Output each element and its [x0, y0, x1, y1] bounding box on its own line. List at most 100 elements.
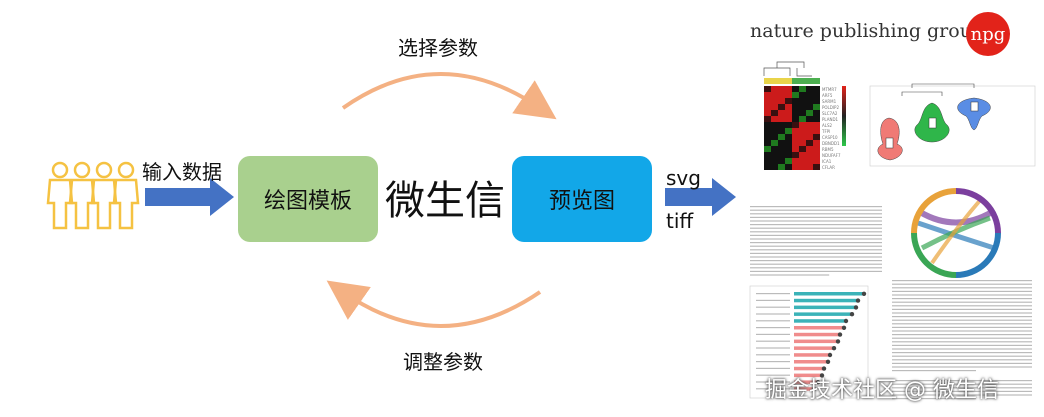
bar-dot [835, 339, 841, 344]
select-params-arc [341, 72, 557, 120]
heatmap-cell [778, 134, 785, 140]
text-line [750, 267, 882, 269]
bar-dot [853, 305, 859, 310]
people-icon [46, 161, 140, 230]
text-line [750, 231, 882, 233]
heatmap-cell [778, 158, 785, 164]
heatmap-gene-label: ALS2 [822, 123, 833, 128]
text-line [750, 238, 882, 240]
bar [794, 366, 824, 371]
heatmap-cell [771, 134, 778, 140]
heatmap-cell [799, 104, 806, 110]
heatmap-gene-label: RBM5 [822, 147, 834, 152]
heatmap-cell [778, 104, 785, 110]
heatmap-cell [792, 134, 799, 140]
heatmap-cell [792, 152, 799, 158]
bar [794, 373, 822, 378]
text-line [750, 263, 882, 265]
heatmap-cell [813, 128, 820, 134]
bar-dot [855, 298, 861, 303]
text-line [750, 209, 882, 211]
bar [794, 312, 852, 316]
heatmap-cell [764, 140, 771, 146]
heatmap-cell [806, 92, 813, 98]
bar-label [756, 293, 790, 295]
heatmap-cell [778, 140, 785, 146]
heatmap-cell [799, 98, 806, 104]
bar-label [756, 374, 790, 376]
adjust-params-label: 调整参数 [403, 350, 483, 374]
heatmap-cell [771, 122, 778, 128]
heatmap-cell [792, 110, 799, 116]
heatmap-cell [799, 122, 806, 128]
select-params-label: 选择参数 [398, 36, 478, 60]
heatmap-cell [813, 140, 820, 146]
heatmap-cell [778, 98, 785, 104]
text-line [892, 348, 1032, 350]
heatmap-cell [792, 128, 799, 134]
text-line [892, 370, 976, 372]
bar [794, 319, 846, 323]
bar-dot [861, 291, 867, 296]
heatmap-cell [764, 98, 771, 104]
adjust-params-arc [326, 280, 542, 328]
bar-label [756, 381, 790, 383]
text-line [750, 274, 830, 276]
bar [794, 305, 856, 310]
heatmap-cell [785, 92, 792, 98]
text-line [892, 319, 1032, 321]
text-line [892, 380, 1032, 382]
bar-dot [837, 332, 843, 337]
bar-dot [815, 380, 821, 385]
bar-dot [827, 352, 833, 358]
heatmap-cell [785, 158, 792, 164]
heatmap-cell [785, 116, 792, 122]
heatmap-cell [813, 158, 820, 164]
heatmap-cell [799, 152, 806, 158]
text-line [892, 359, 1032, 361]
bar [794, 339, 838, 344]
text-line [892, 316, 1032, 318]
bar-dot [849, 312, 855, 317]
text-line [750, 234, 882, 236]
heatmap-cell [813, 122, 820, 128]
heatmap-cell [792, 158, 799, 164]
text-line [750, 256, 882, 258]
bar-dot [843, 318, 849, 324]
heatmap-gene-label: SLC7A2 [822, 111, 838, 116]
text-line [892, 323, 1032, 325]
text-line [892, 362, 1032, 364]
bar-dot [831, 346, 837, 351]
text-line [750, 213, 882, 215]
text-line [892, 290, 1032, 292]
heatmap-cell [771, 92, 778, 98]
bar-dot [819, 373, 825, 378]
bar-dot [825, 359, 831, 364]
heatmap-cell [764, 110, 771, 116]
text-line [892, 390, 1032, 392]
text-line [750, 249, 882, 251]
heatmap-gene-label: CASP10 [822, 135, 838, 140]
bar-dot [811, 386, 817, 392]
heatmap-gene-label: TFPI [821, 129, 830, 134]
text-line [750, 252, 882, 254]
heatmap-cell [771, 128, 778, 134]
center-title: 微生信 [385, 178, 505, 224]
heatmap-gene-label: MTMR7 [822, 87, 837, 92]
chord-diagram [911, 188, 1001, 278]
heatmap-cell [778, 152, 785, 158]
heatmap-cell [764, 116, 771, 122]
text-line [892, 337, 1032, 339]
heatmap-cell [778, 128, 785, 134]
heatmap-cell [799, 86, 806, 92]
bar [794, 353, 830, 357]
text-line [892, 344, 1032, 346]
heatmap-cell [799, 116, 806, 122]
input-arrow [145, 178, 234, 216]
heatmap-cell [785, 128, 792, 134]
heatmap-cell [778, 146, 785, 152]
heatmap-cell [785, 104, 792, 110]
heatmap-cell [806, 152, 813, 158]
text-line [892, 383, 1032, 385]
